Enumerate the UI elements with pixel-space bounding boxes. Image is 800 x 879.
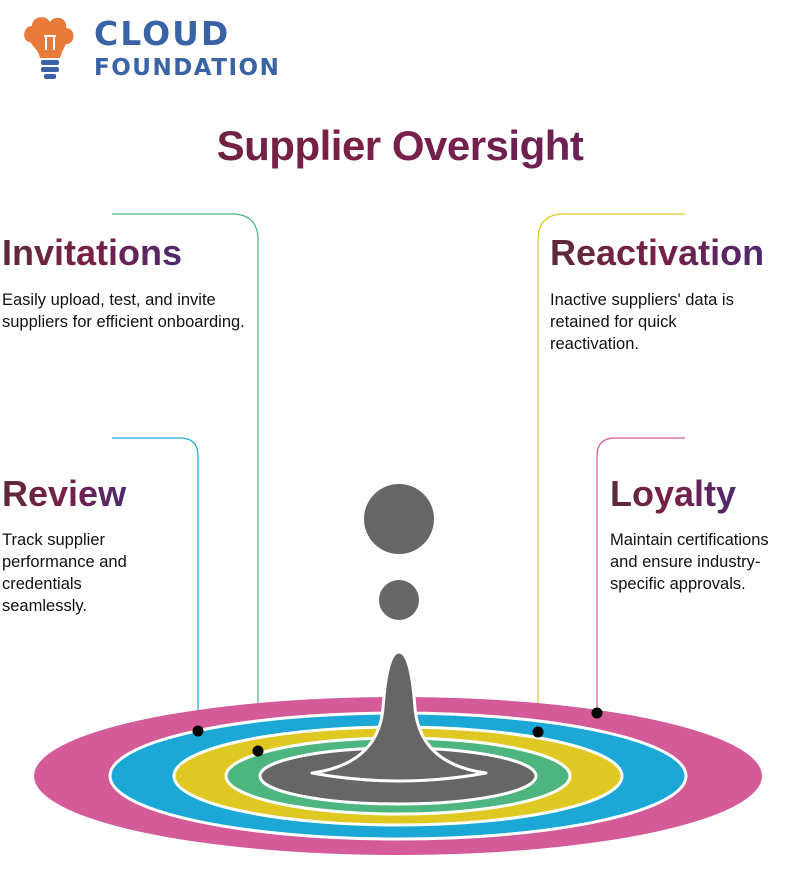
- review-dot: [192, 725, 204, 737]
- invitations-description: Easily upload, test, and invite supplier…: [2, 291, 245, 331]
- reactivation-dot: [532, 726, 544, 738]
- loyalty-dot: [591, 707, 603, 719]
- reactivation-connector: [537, 213, 685, 732]
- loyalty-description: Maintain certifications and ensure indus…: [610, 531, 769, 593]
- brand-name-line1: CLOUD: [94, 14, 231, 53]
- review-description: Track supplier performance and credentia…: [2, 531, 127, 615]
- review-connector: [112, 437, 199, 731]
- droplet-large: [364, 484, 434, 554]
- invitations-dot: [252, 745, 264, 757]
- reactivation-heading: Reactivation: [550, 232, 765, 273]
- brand-name-line2: FOUNDATION: [94, 55, 281, 81]
- lightbulb-icon: [24, 17, 74, 79]
- reactivation-description: Inactive suppliers' data is retained for…: [550, 291, 734, 353]
- page-title: Supplier Oversight: [0, 122, 800, 170]
- invitations-heading: Invitations: [2, 232, 183, 273]
- brand-logo: CLOUD FOUNDATION: [22, 12, 292, 84]
- loyalty-heading: Loyalty: [610, 473, 737, 514]
- droplet-small: [379, 580, 419, 620]
- review-heading: Review: [2, 473, 127, 514]
- splash-column: [310, 650, 488, 783]
- invitations-connector: [112, 213, 259, 751]
- loyalty-connector: [596, 437, 685, 713]
